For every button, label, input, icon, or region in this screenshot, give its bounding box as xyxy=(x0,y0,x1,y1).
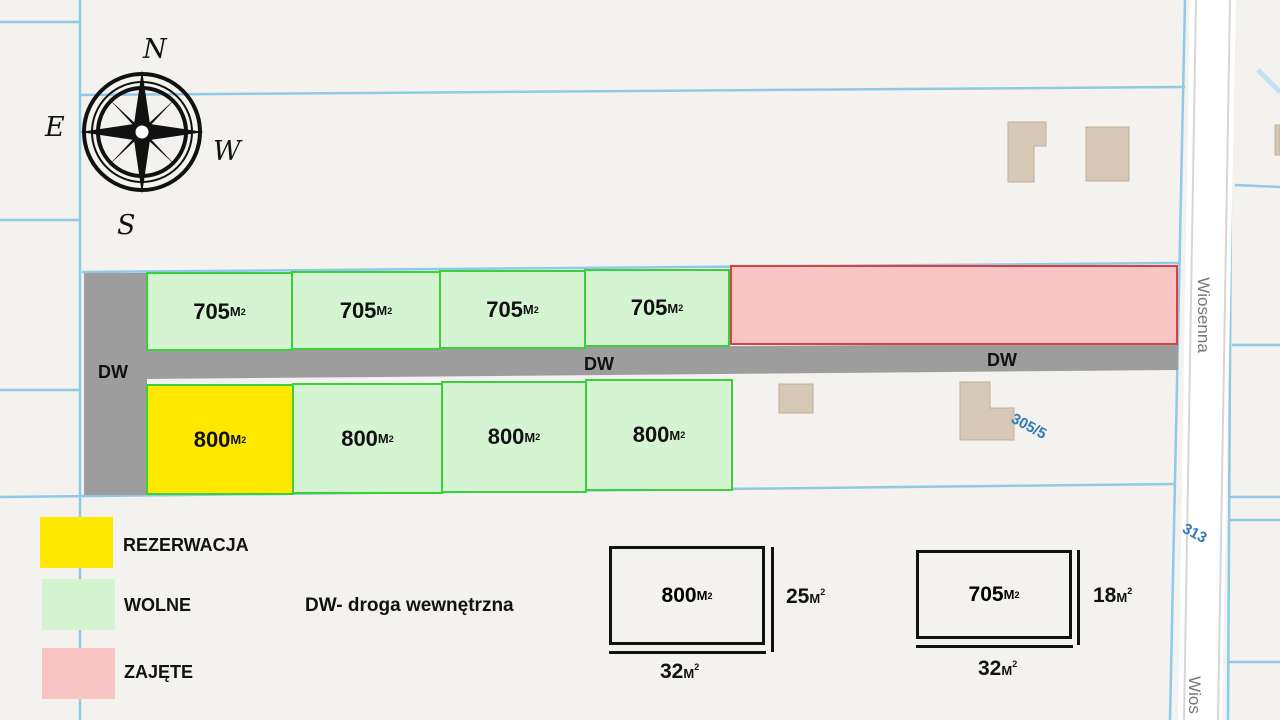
compass-west: W xyxy=(213,136,241,167)
plot-top-taken[interactable] xyxy=(730,265,1178,345)
legend-label-reserved: REZERWACJA xyxy=(123,535,249,555)
road-label-center: DW xyxy=(584,354,614,374)
compass xyxy=(80,70,204,194)
legend-swatch-free xyxy=(42,579,115,630)
dimension-side-705: 18M2 xyxy=(1093,584,1133,607)
road-label-left: DW xyxy=(98,362,128,382)
street-label-bottom: Wios xyxy=(1184,676,1204,714)
plot-area: 705 xyxy=(339,297,377,323)
compass-north: N xyxy=(143,34,167,65)
legend-dw-note: DW- droga wewnętrzna xyxy=(305,595,514,616)
plot-area: 800 xyxy=(632,422,670,447)
plot-area: 800 xyxy=(193,426,231,452)
dimension-line-side-705 xyxy=(1077,550,1080,645)
plot-area: 800 xyxy=(487,424,525,449)
plot-area: 705 xyxy=(630,295,668,320)
dimension-bottom-705: 32M2 xyxy=(978,657,1018,680)
legend-label-taken: ZAJĘTE xyxy=(124,662,194,682)
plot-area: 705 xyxy=(193,298,230,324)
road-label-right: DW xyxy=(987,350,1017,370)
dimension-line-bottom-705 xyxy=(916,645,1073,648)
legend-swatch-reserved xyxy=(40,517,113,568)
legend-swatch-taken xyxy=(42,648,115,699)
dimension-line-side-800 xyxy=(771,547,774,652)
dimension-side-800: 25M2 xyxy=(786,585,826,608)
compass-south: S xyxy=(117,210,136,241)
dimension-line-bottom-800 xyxy=(609,651,766,654)
street-label: Wiosenna xyxy=(1193,277,1213,353)
plot-area: 800 xyxy=(341,425,378,451)
plot-area: 705 xyxy=(486,296,523,322)
compass-rose-icon xyxy=(80,70,204,194)
compass-east: E xyxy=(45,112,65,143)
legend-label-free: WOLNE xyxy=(124,595,191,615)
dimension-bottom-800: 32M2 xyxy=(660,660,700,683)
